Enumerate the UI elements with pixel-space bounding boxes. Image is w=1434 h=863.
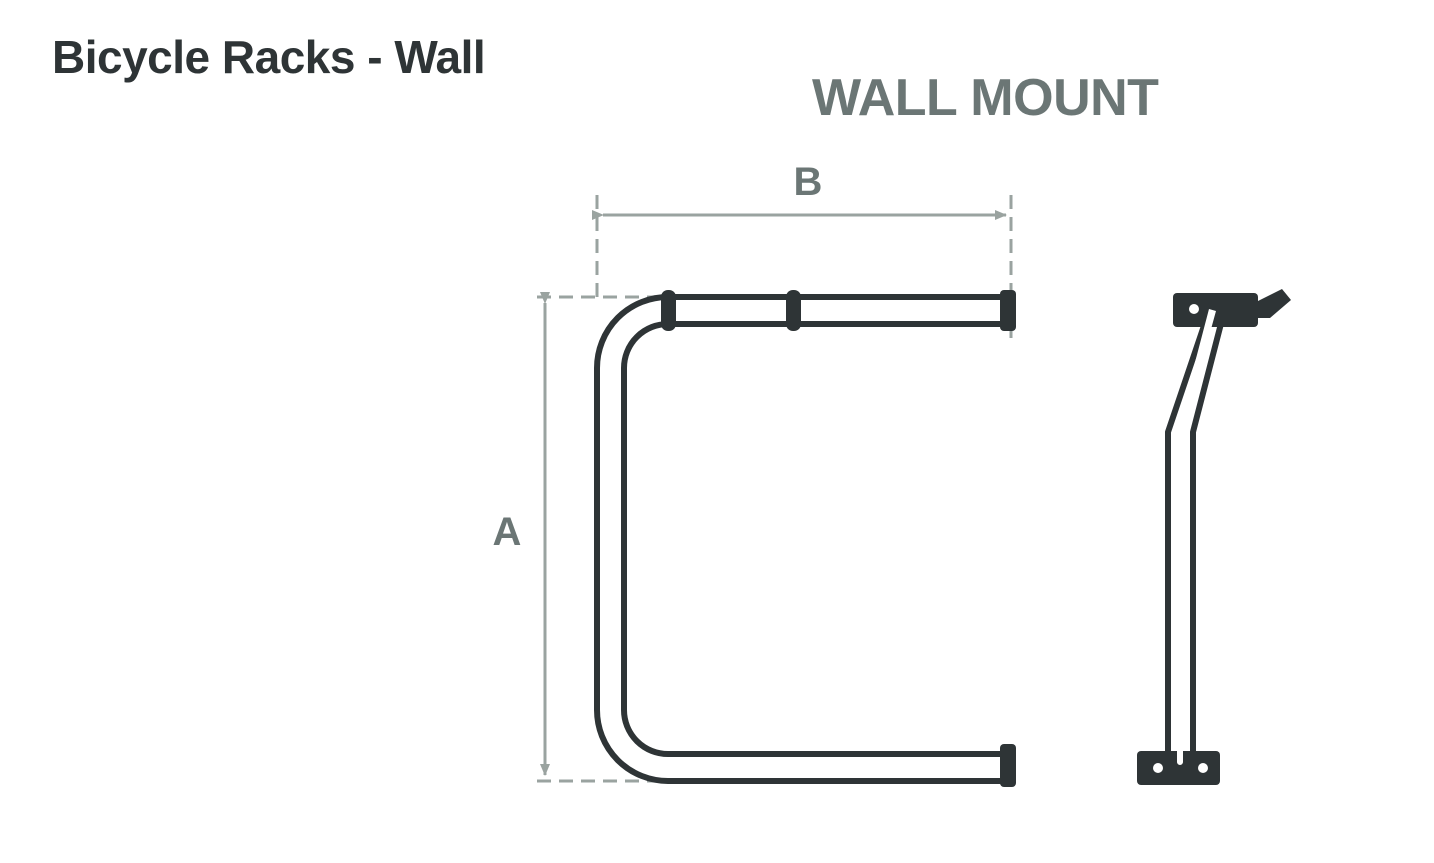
rack-side-view xyxy=(1137,289,1291,785)
rack-end-cap-bottom xyxy=(1000,744,1016,787)
dimension-a: A xyxy=(493,292,550,776)
view-title: WALL MOUNT xyxy=(812,69,1159,127)
dimension-a-label: A xyxy=(493,510,522,554)
rack-fittings xyxy=(661,290,1016,787)
bolt-hole-top xyxy=(1189,304,1199,314)
bolt-hole-bottom-left xyxy=(1153,763,1163,773)
rack-inner-outline xyxy=(621,321,1005,757)
page-title: Bicycle Racks - Wall xyxy=(52,31,486,83)
bottom-wall-bracket xyxy=(1137,751,1220,785)
top-wall-bracket xyxy=(1173,293,1258,327)
dimension-b: B xyxy=(592,160,1007,220)
rack-outer-outline xyxy=(594,294,1005,784)
extension-lines xyxy=(537,195,1013,783)
rack-weld-collar-1 xyxy=(661,290,676,331)
side-tube-highlight xyxy=(1177,309,1216,765)
bracket-bolt-holes xyxy=(1153,304,1208,773)
dimension-b-label: B xyxy=(794,160,823,204)
side-profile-tube xyxy=(1165,307,1227,770)
bolt-hole-bottom-right xyxy=(1198,763,1208,773)
top-bracket-tab xyxy=(1256,289,1291,318)
rack-weld-collar-2 xyxy=(786,290,801,331)
rack-end-cap-top xyxy=(1000,290,1016,331)
rack-front-view xyxy=(594,294,1005,784)
